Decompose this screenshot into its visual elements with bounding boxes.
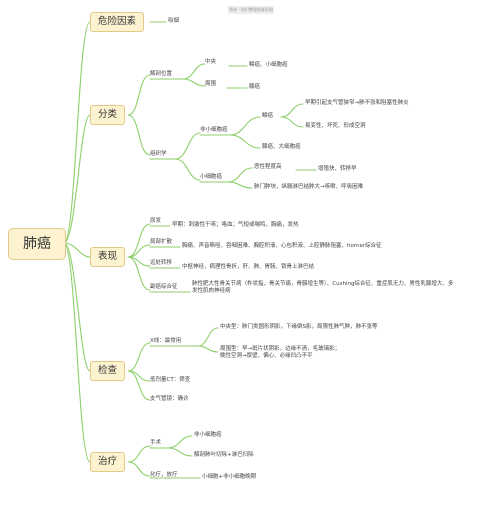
watermark: 原创 · 知识整理思维导图 <box>228 6 274 14</box>
nsclc-other-types: 腺癌、大细胞癌 <box>262 144 301 150</box>
risk-smoking: 吸烟 <box>168 18 180 24</box>
central-label: 中央 <box>205 59 217 65</box>
squamous-point-2: 易变性、坏死、形成空洞 <box>305 123 366 129</box>
squamous-point-1: 早期引起支气管狭窄→肺不张和阻塞性肺炎 <box>305 100 409 106</box>
paraneoplastic-label: 副癌综合征 <box>150 284 178 290</box>
squamous-label: 鳞癌 <box>262 113 274 119</box>
primary-label: 原发 <box>150 218 162 224</box>
sclc-malignancy: 恶性程度高 <box>254 164 282 170</box>
examination-node[interactable]: 检查 <box>90 361 126 381</box>
metastasis-sites: 中枢神经，病理性骨折，肝、肺、胃肠、锁骨上淋巴结 <box>182 264 315 270</box>
xray-label: X线：最常用 <box>150 338 182 344</box>
xray-peripheral: 周围型：早→斑片状阴影，边缘不清，毛玻璃影； 晚性空洞→厚壁、偏心、必缘凹凸不平 <box>220 346 341 359</box>
histology-label: 组织学 <box>150 151 167 157</box>
chemo-radio-label: 化疗，放疗 <box>150 472 178 478</box>
nsclc-label: 非小细胞癌 <box>200 127 228 133</box>
risk-factors-node[interactable]: 危险因素 <box>90 12 145 32</box>
root-node[interactable]: 肺癌 <box>8 228 66 260</box>
metastasis-label: 远处转移 <box>150 260 173 266</box>
ct-screening: 低剂量CT：筛查 <box>150 377 191 383</box>
surgery-label: 手术 <box>150 440 162 446</box>
surgery-item-1: 非小细胞癌 <box>194 432 222 438</box>
surgery-item-2: 解剖肺叶切除+淋巴扫除 <box>194 452 254 458</box>
sclc-hilar-mass: 肺门肿块，纵膈淋巴结肿大→咳嗽、呼吸困难 <box>254 184 364 190</box>
sclc-growth: 增殖快、转移早 <box>318 166 357 172</box>
central-types: 鳞癌、小细胞癌 <box>249 62 288 68</box>
peripheral-label: 周围 <box>205 81 217 87</box>
xray-central: 中央型：肺门类圆形阴影，下缘倒S影，局限性肺气肿，肺不张等 <box>220 324 378 330</box>
treatment-node[interactable]: 治疗 <box>90 452 126 472</box>
local-spread-label: 局部扩散 <box>150 239 173 245</box>
peripheral-types: 腺癌 <box>249 84 261 90</box>
sclc-label: 小细胞癌 <box>200 174 223 180</box>
bronchoscopy: 支气管镜：确诊 <box>150 396 189 402</box>
anatomical-location: 解剖位置 <box>150 71 173 77</box>
manifestation-node[interactable]: 表现 <box>90 247 126 267</box>
paraneoplastic-symptoms: 肺性肥大性骨关节病（杵状指，骨关节痛，骨膜增生等）、Cushing综合征、重症肌… <box>192 281 454 294</box>
chemo-radio-scope: 小细胞+非小细胞晚期 <box>202 474 257 480</box>
local-spread-symptoms: 胸痛、声音嘶哑、吞咽困难、胸腔积液、心包积液、上腔静脉阻塞、horner综合征 <box>182 243 382 249</box>
primary-symptoms: 早期：刺激性干咳；咯血；气短或喘鸣，胸痛，发热 <box>172 222 299 228</box>
classification-node[interactable]: 分类 <box>90 105 126 125</box>
